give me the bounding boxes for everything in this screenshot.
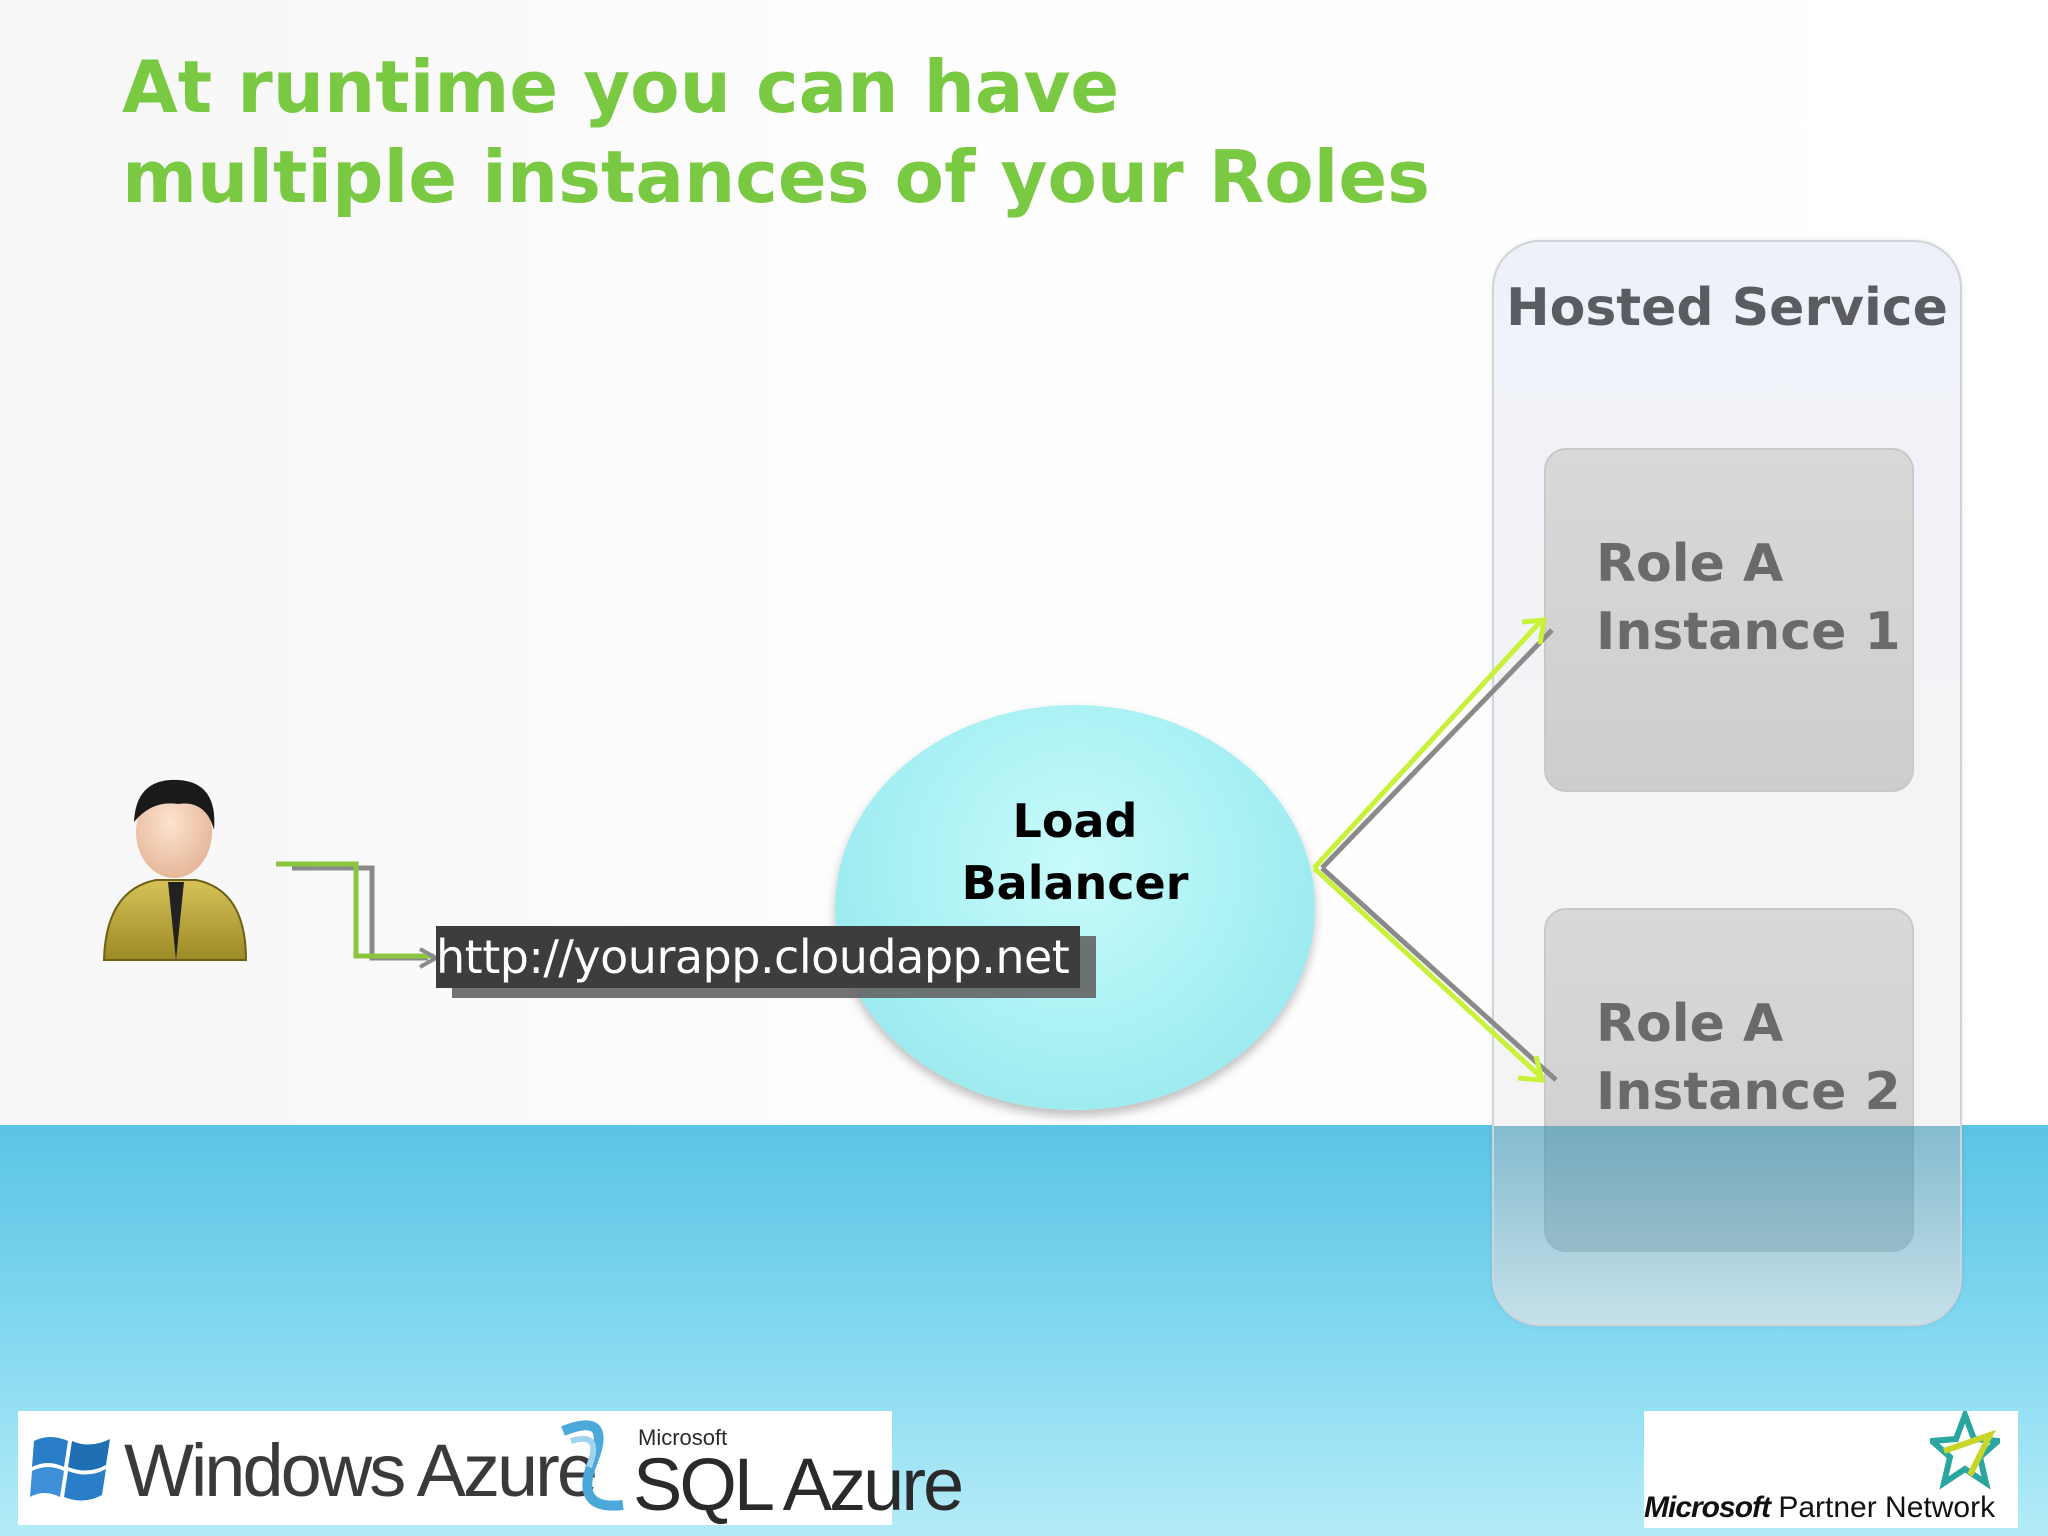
partner-network-brand: Microsoft <box>1644 1491 1771 1524</box>
role-label: Role A Instance 1 <box>1596 530 1901 666</box>
hosted-service-label: Hosted Service <box>1506 278 1948 338</box>
arrowhead-up <box>1521 617 1547 645</box>
partner-network-label: Partner Network <box>1778 1491 1996 1524</box>
role-name: Role A <box>1596 994 1784 1054</box>
windows-flag-icon <box>30 1437 110 1501</box>
role-name: Role A <box>1596 534 1784 594</box>
load-balancer: Load Balancer <box>835 705 1315 1110</box>
lb-arrow-green <box>1312 620 1542 870</box>
partner-network-text: Microsoft Partner Network <box>1644 1491 1995 1525</box>
lb-arrow-gray-2 <box>1320 866 1558 1082</box>
sql-azure-text: SQL Azure <box>633 1443 964 1526</box>
load-balancer-label: Load Balancer <box>835 790 1315 914</box>
slide-title: At runtime you can have multiple instanc… <box>122 42 1430 222</box>
windows-azure-sql-azure-logo: Windows Azure Microsoft SQL Azure <box>18 1411 964 1525</box>
title-line-2: multiple instances of your Roles <box>122 135 1431 219</box>
url-text: http://yourapp.cloudapp.net <box>436 930 1070 984</box>
role-label: Role A Instance 2 <box>1596 990 1901 1126</box>
role-instance: Instance 2 <box>1596 1062 1901 1122</box>
url-box <box>436 926 1080 988</box>
user-arrow-green <box>276 861 434 959</box>
lb-arrow-green-2 <box>1312 866 1542 1078</box>
load-balancer-line-1: Load <box>1012 794 1138 848</box>
role-instance: Instance 1 <box>1596 602 1901 662</box>
windows-azure-text: Windows Azure <box>124 1429 598 1512</box>
sql-azure-swirl-icon <box>561 1420 624 1511</box>
arrowhead-down <box>1517 1055 1546 1083</box>
user-arrow-gray <box>292 865 428 961</box>
user-icon <box>102 779 248 961</box>
microsoft-small-text: Microsoft <box>638 1425 728 1450</box>
microsoft-partner-network-logo: Microsoft Partner Network <box>1644 1411 2018 1528</box>
load-balancer-line-2: Balancer <box>961 856 1189 910</box>
role-a-instance-1: Role A Instance 1 <box>1544 448 1914 792</box>
lb-arrow-gray <box>1320 628 1554 870</box>
hosted-service-water-overlay <box>1494 1126 1960 1324</box>
title-line-1: At runtime you can have <box>122 45 1120 129</box>
partner-network-star-icon <box>1930 1411 2000 1490</box>
hosted-service-box: Hosted Service Role A Instance 1 Role A … <box>1492 240 1962 1326</box>
